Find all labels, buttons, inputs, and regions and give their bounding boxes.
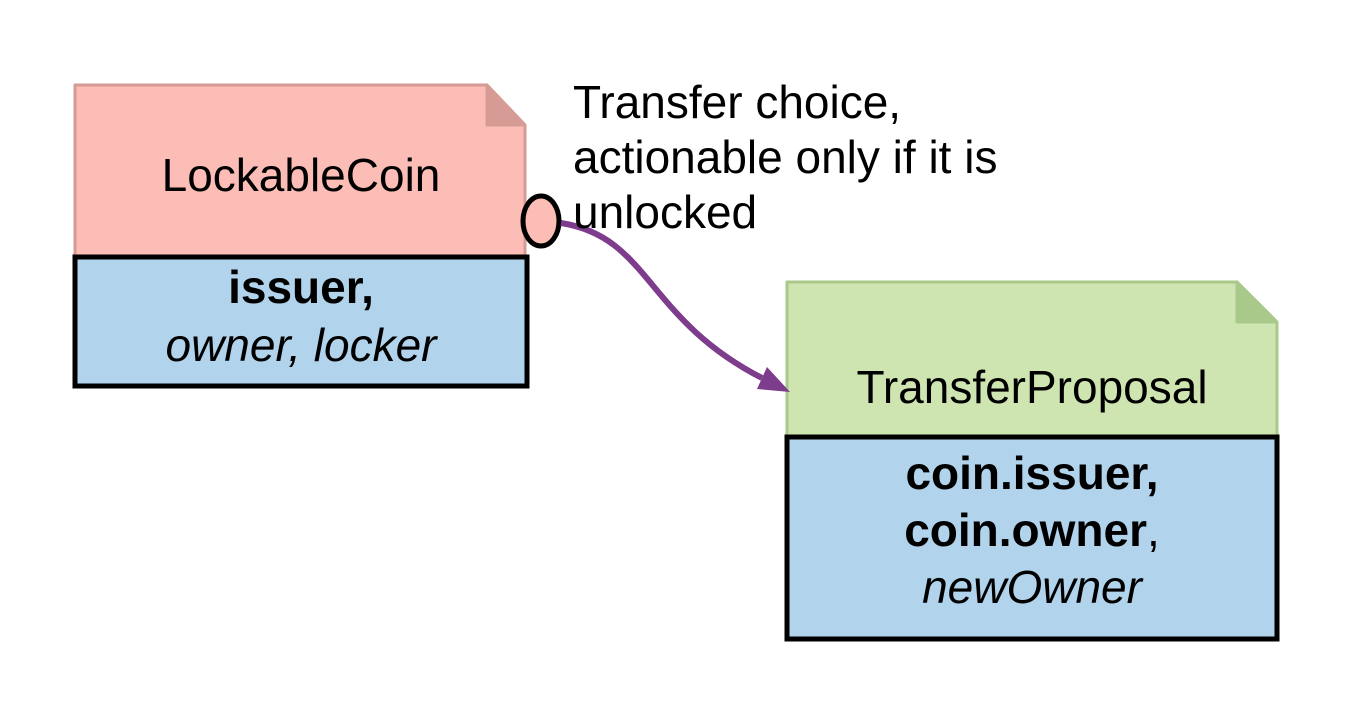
transferproposal-parties-box bbox=[784, 434, 1280, 642]
lockablecoin-parties-box bbox=[72, 254, 530, 389]
transferproposal-signatory-line2: coin.owner, bbox=[787, 503, 1277, 558]
transferproposal-controller: newOwner bbox=[922, 561, 1142, 613]
choice-annotation-line3: unlocked bbox=[573, 186, 758, 238]
choice-circle-icon bbox=[520, 193, 562, 249]
lockablecoin-fold-corner bbox=[485, 83, 527, 127]
lockablecoin-observers: owner, locker bbox=[165, 319, 437, 371]
transferproposal-signatory-line2-name: coin.owner bbox=[904, 504, 1148, 556]
lockablecoin-note-shape bbox=[73, 83, 527, 259]
transfer-choice-arrow bbox=[560, 220, 764, 381]
transferproposal-fold-corner bbox=[1235, 280, 1279, 324]
lockablecoin-signatories: issuer, bbox=[228, 261, 374, 313]
transferproposal-note-shape bbox=[785, 280, 1279, 439]
transferproposal-signatory-line1: coin.issuer, bbox=[905, 447, 1159, 499]
choice-annotation: Transfer choice, actionable only if it i… bbox=[573, 75, 997, 240]
transfer-choice-arrowhead-icon bbox=[757, 367, 790, 392]
transferproposal-title: TransferProposal bbox=[856, 361, 1208, 413]
choice-annotation-line1: Transfer choice, bbox=[573, 76, 902, 128]
transferproposal-signatory-line2-comma: , bbox=[1147, 504, 1160, 556]
lockablecoin-title: LockableCoin bbox=[161, 149, 441, 201]
choice-annotation-line2: actionable only if it is bbox=[573, 131, 998, 183]
